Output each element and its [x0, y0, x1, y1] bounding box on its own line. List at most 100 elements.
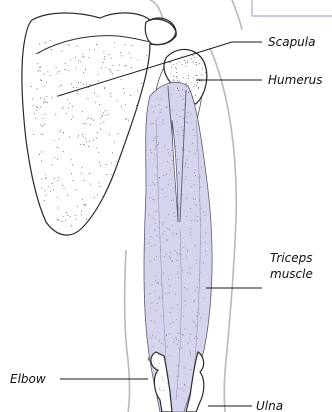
stipple-dot [81, 173, 82, 174]
stipple-dot [62, 108, 63, 109]
stipple-dot [200, 224, 201, 225]
stipple-dot [150, 261, 151, 262]
stipple-dot [200, 243, 201, 244]
stipple-dot [167, 161, 168, 162]
stipple-dot [104, 58, 105, 59]
stipple-dot [187, 343, 188, 344]
stipple-dot [163, 234, 164, 235]
stipple-dot [151, 303, 152, 304]
stipple-dot [183, 131, 184, 132]
stipple-dot [159, 388, 160, 389]
stipple-dot [153, 346, 154, 347]
stipple-dot [186, 198, 187, 199]
stipple-dot [154, 138, 155, 139]
stipple-dot [54, 178, 55, 179]
stipple-dot [59, 86, 60, 87]
stipple-dot [151, 124, 152, 125]
triceps-label-line1: Triceps [270, 251, 313, 265]
stipple-dot [174, 213, 175, 214]
stipple-dot [81, 167, 82, 168]
stipple-dot [103, 62, 104, 63]
stipple-dot [94, 197, 95, 198]
stipple-dot [82, 134, 83, 135]
stipple-dot [185, 179, 186, 180]
stipple-dot [151, 337, 152, 338]
stipple-dot [116, 161, 117, 162]
stipple-dot [190, 355, 191, 356]
stipple-dot [84, 123, 85, 124]
stipple-dot [88, 146, 89, 147]
stipple-dot [164, 256, 165, 257]
stipple-dot [153, 140, 154, 141]
stipple-dot [141, 83, 142, 84]
stipple-dot [162, 377, 163, 378]
stipple-dot [179, 61, 180, 62]
stipple-dot [42, 118, 43, 119]
stipple-dot [177, 80, 178, 81]
stipple-dot [150, 150, 151, 151]
stipple-dot [172, 160, 173, 161]
stipple-dot [126, 65, 127, 66]
stipple-dot [181, 56, 182, 57]
stipple-dot [200, 208, 201, 209]
stipple-dot [195, 169, 196, 170]
stipple-dot [191, 123, 192, 124]
stipple-dot [67, 44, 68, 45]
stipple-dot [156, 140, 157, 141]
stipple-dot [175, 293, 176, 294]
stipple-dot [41, 188, 42, 189]
stipple-dot [184, 300, 185, 301]
stipple-dot [198, 88, 199, 89]
stipple-dot [50, 47, 51, 48]
stipple-dot [136, 105, 137, 106]
stipple-dot [183, 118, 184, 119]
stipple-dot [112, 153, 113, 154]
stipple-dot [177, 78, 178, 79]
stipple-dot [187, 257, 188, 258]
stipple-dot [70, 216, 71, 217]
stipple-dot [157, 118, 158, 119]
stipple-dot [173, 188, 174, 189]
stipple-dot [44, 114, 45, 115]
stipple-dot [72, 165, 73, 166]
stipple-dot [53, 189, 54, 190]
stipple-dot [190, 114, 191, 115]
stipple-dot [84, 57, 85, 58]
stipple-dot [111, 58, 112, 59]
stipple-dot [86, 219, 87, 220]
stipple-dot [63, 132, 64, 133]
stipple-dot [153, 182, 154, 183]
stipple-dot [149, 159, 150, 160]
stipple-dot [100, 129, 101, 130]
stipple-dot [34, 113, 35, 114]
stipple-dot [186, 289, 187, 290]
stipple-dot [178, 253, 179, 254]
stipple-dot [170, 355, 171, 356]
stipple-dot [110, 70, 111, 71]
stipple-dot [149, 214, 150, 215]
stipple-dot [179, 349, 180, 350]
stipple-dot [155, 367, 156, 368]
stipple-dot [180, 331, 181, 332]
stipple-dot [167, 382, 168, 383]
stipple-dot [71, 84, 72, 85]
stipple-dot [105, 110, 106, 111]
stipple-dot [169, 333, 170, 334]
stipple-dot [111, 72, 112, 73]
stipple-dot [59, 139, 60, 140]
stipple-dot [195, 95, 196, 96]
stipple-dot [169, 256, 170, 257]
stipple-dot [176, 339, 177, 340]
stipple-dot [31, 86, 32, 87]
stipple-dot [168, 153, 169, 154]
stipple-dot [185, 166, 186, 167]
stipple-dot [77, 93, 78, 94]
stipple-dot [78, 135, 79, 136]
stipple-dot [128, 120, 129, 121]
stipple-dot [91, 118, 92, 119]
stipple-dot [199, 200, 200, 201]
stipple-dot [65, 63, 66, 64]
stipple-dot [96, 44, 97, 45]
ulna-label: Ulna [256, 399, 283, 412]
stipple-dot [171, 150, 172, 151]
